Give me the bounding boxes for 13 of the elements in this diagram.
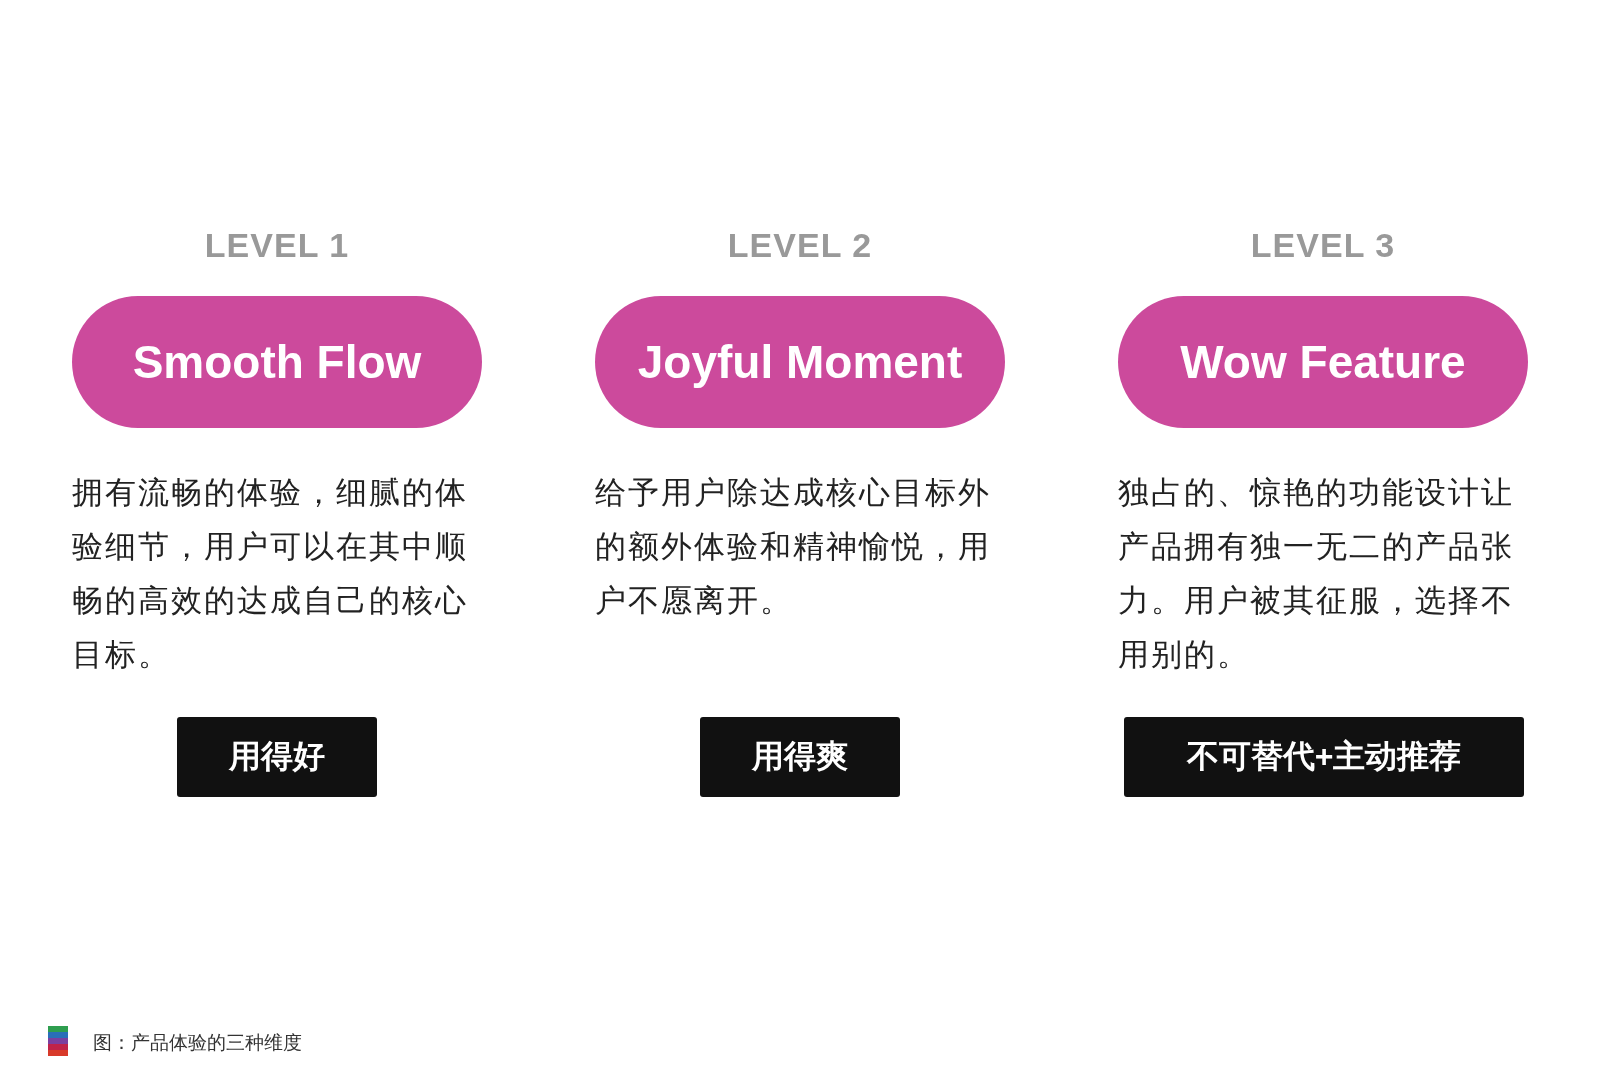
pill-title: Joyful Moment (595, 296, 1005, 428)
figure-caption: 图：产品体验的三种维度 (93, 1031, 302, 1055)
tag-label: 用得好 (177, 717, 377, 797)
tag-label: 用得爽 (700, 717, 900, 797)
level-heading: LEVEL 2 (726, 226, 874, 265)
pill-title: Smooth Flow (72, 296, 482, 428)
level-heading: LEVEL 3 (1249, 226, 1397, 265)
description-text: 拥有流畅的体验，细腻的体验细节，用户可以在其中顺畅的高效的达成自己的核心目标。 (72, 474, 469, 674)
level-heading: LEVEL 1 (203, 226, 351, 265)
tag-label: 不可替代+主动推荐 (1124, 717, 1524, 797)
pill-title: Wow Feature (1118, 296, 1528, 428)
description-text: 给予用户除达成核心目标外的额外体验和精神愉悦，用户不愿离开。 (595, 474, 992, 620)
description-text: 独占的、惊艳的功能设计让产品拥有独一无二的产品张力。用户被其征服，选择不用别的。 (1118, 474, 1515, 674)
